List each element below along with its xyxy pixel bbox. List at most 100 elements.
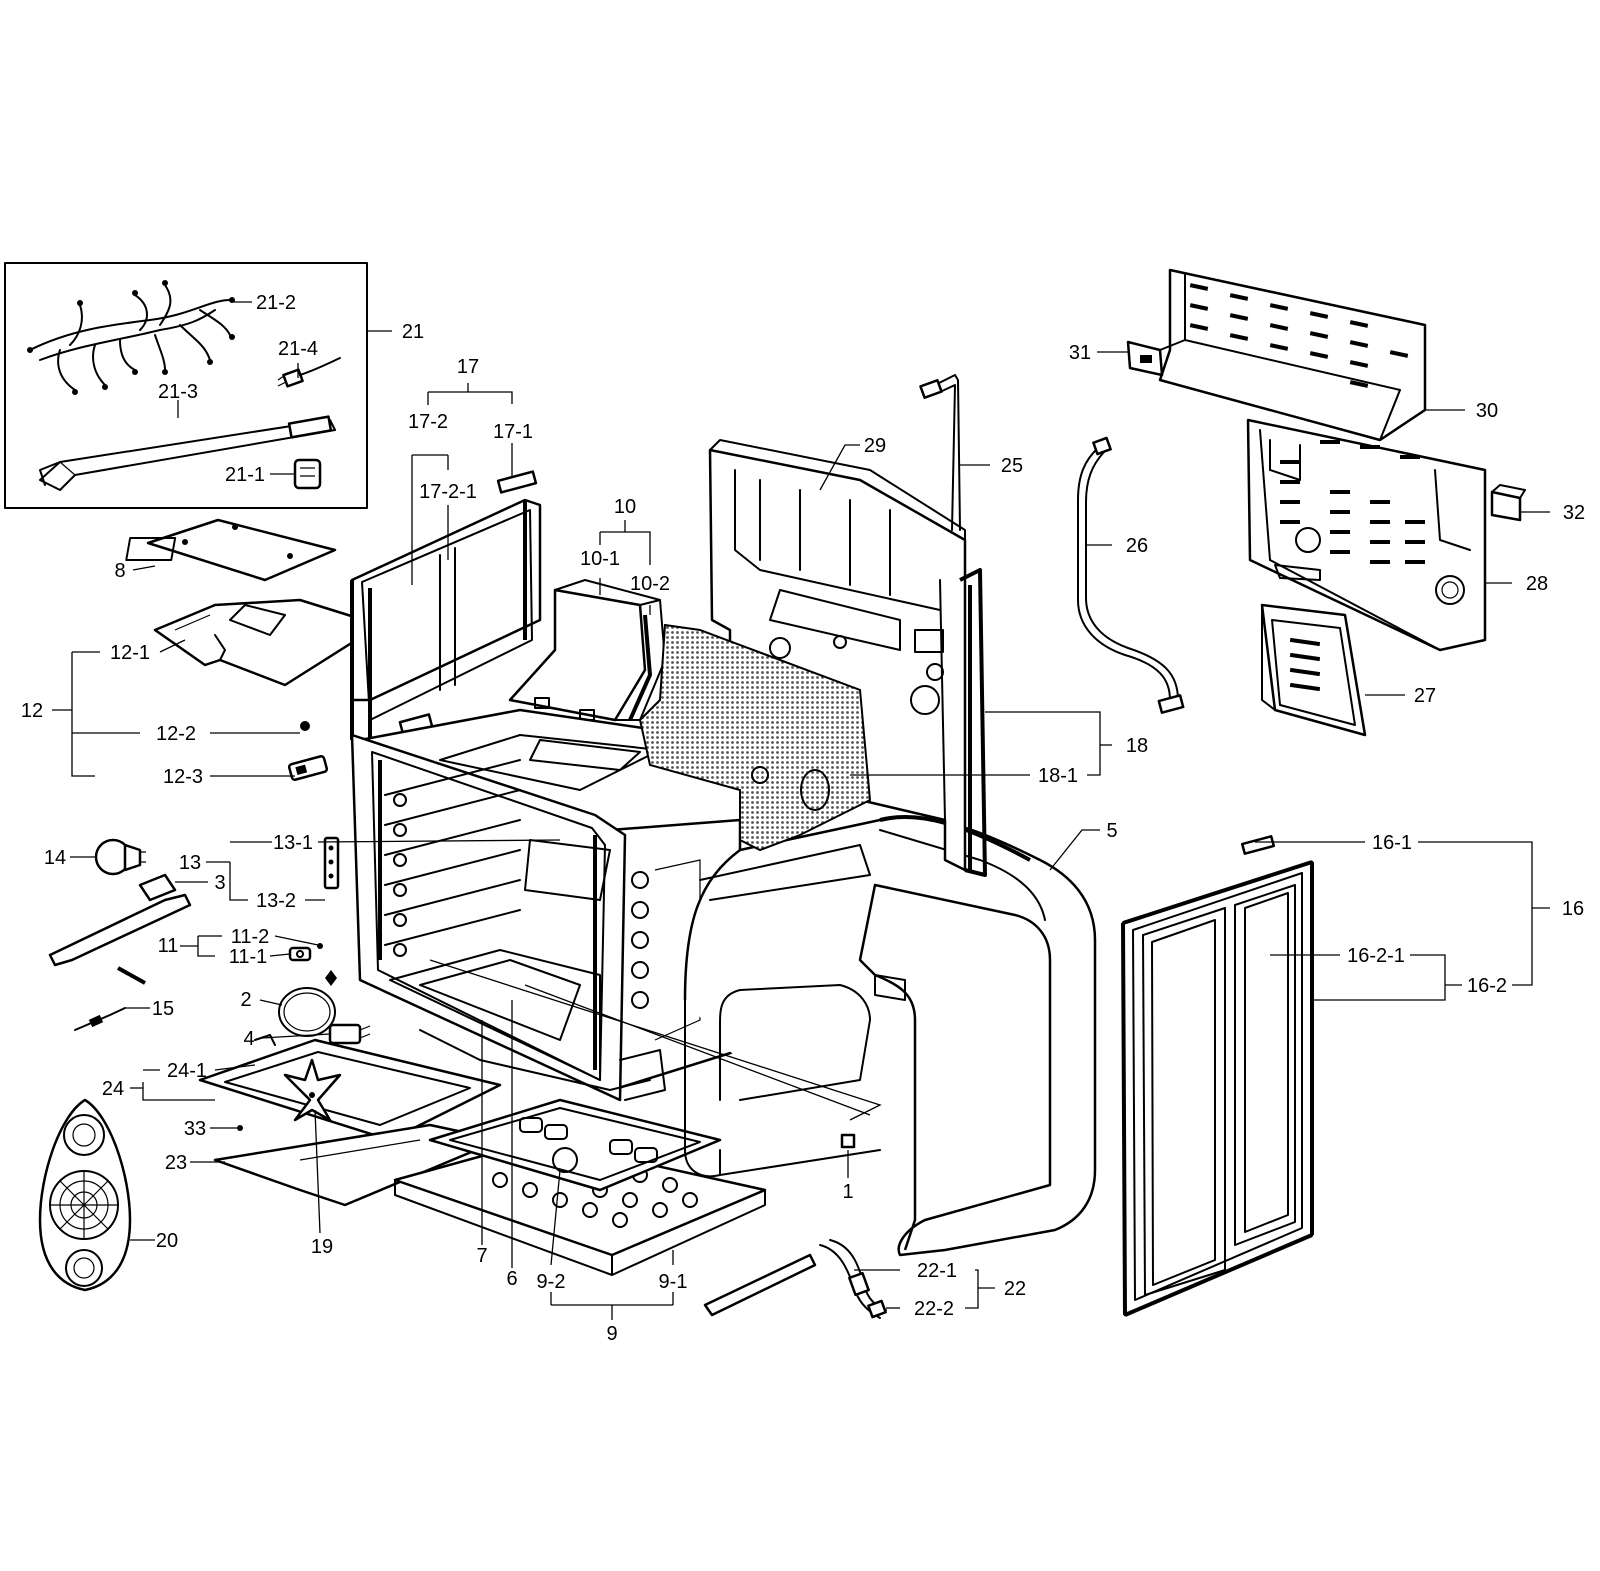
rack-rails-left [384,759,521,957]
leader-lines [52,301,1550,1320]
part-12-1-duct [153,598,382,687]
label-3: 3 [214,872,225,894]
part-11-clip [325,970,337,986]
label-21-3: 21-3 [158,381,198,403]
label-11-1: 11-1 [229,946,268,968]
part-30-top-vent-panel [1158,268,1427,442]
label-30: 30 [1476,400,1498,422]
part-29-rear-panel [708,439,987,877]
part-4-fan-motor [328,1023,371,1045]
part-10-top-duct [508,579,666,722]
label-21-2: 21-2 [256,292,296,314]
label-9-2: 9-2 [537,1271,566,1293]
label-18: 18 [1126,735,1148,757]
label-16-1: 16-1 [1372,832,1412,854]
part-32-bracket [1490,484,1526,522]
label-25: 25 [1001,455,1023,477]
part-28-rear-cover [1246,418,1487,652]
part-2-ring-element [278,987,336,1037]
part-12-3-switch [287,755,329,781]
part-26-gas-tube [1077,436,1185,714]
part-17-1-clip [496,470,538,494]
part-21-4-power-cord [277,357,341,388]
label-15: 15 [152,998,174,1020]
label-23: 23 [165,1152,187,1174]
label-16: 16 [1562,898,1584,920]
label-8: 8 [114,560,125,582]
part-31-bracket [1126,340,1164,377]
label-27: 27 [1414,685,1436,707]
part-9-bottom-tray [393,1138,767,1276]
part-27-inner-cover [1260,603,1367,737]
label-14: 14 [44,847,66,869]
part-5-outer-cabinet [683,815,1097,1257]
label-2: 2 [240,989,251,1011]
label-24-1: 24-1 [167,1060,207,1082]
part-22-tube-assembly [703,1239,887,1319]
part-21-2-harness [27,280,235,395]
label-20: 20 [156,1230,178,1252]
label-19: 19 [311,1236,333,1258]
part-1-screw [840,1133,856,1149]
part-11-2-pin [317,943,323,949]
label-22: 22 [1004,1278,1026,1300]
label-26: 26 [1126,535,1148,557]
part-18-1-insulation [638,623,872,852]
label-13: 13 [179,852,201,874]
label-33: 33 [184,1118,206,1140]
label-9: 9 [606,1323,617,1345]
label-10: 10 [614,496,636,518]
label-10-2: 10-2 [630,573,670,595]
part-25-rod [919,374,961,531]
label-5: 5 [1106,820,1117,842]
label-1: 1 [842,1181,853,1203]
part-20-rear-fan-panel [38,1098,132,1292]
part-13-2-bracket [323,836,340,890]
label-32: 32 [1563,502,1585,524]
part-8-cover-plate [125,518,337,582]
label-13-1: 13-1 [273,832,313,854]
part-12-2-knob [300,721,310,731]
part-16-door [1121,835,1314,1317]
part-33-screw [237,1125,243,1131]
label-16-2: 16-2 [1467,975,1507,997]
part-24-convection-cover [198,1034,502,1142]
part-3-heating-element [48,873,192,967]
label-29: 29 [864,435,886,457]
part-19-fan-blade [283,1058,342,1122]
part-14-lamp [94,838,146,876]
label-4: 4 [243,1028,254,1050]
label-13-2: 13-2 [256,890,296,912]
part-15-probe [74,966,146,1031]
label-21-1: 21-1 [225,464,265,486]
label-6: 6 [506,1268,517,1290]
label-21: 21 [402,321,424,343]
vent-slots-30 [1189,283,1409,388]
part-11-1-sensor [288,946,312,962]
label-17-1: 17-1 [493,421,533,443]
label-7: 7 [476,1245,487,1267]
label-17-2: 17-2 [408,411,448,433]
label-10-1: 10-1 [580,548,620,570]
label-12-1: 12-1 [110,642,150,664]
label-21-4: 21-4 [278,338,318,360]
label-11-2: 11-2 [231,926,270,948]
vent-slots-28 [1280,440,1425,564]
label-12-2: 12-2 [156,723,196,745]
part-labels: 1 2 3 4 5 6 7 8 9 9-1 9-2 10 10-1 10-2 1… [21,292,1585,1345]
label-18-1: 18-1 [1038,765,1078,787]
label-17-2-1: 17-2-1 [419,481,477,503]
inset-frame [4,262,368,509]
label-12-3: 12-3 [163,766,203,788]
label-22-2: 22-2 [914,1298,954,1320]
part-21-1-terminal-block [293,458,322,490]
label-24: 24 [102,1078,124,1100]
part-9-2-broil-element [428,1098,722,1192]
label-11: 11 [158,935,179,957]
label-22-1: 22-1 [917,1260,957,1282]
part-21-3-terminal-bar [39,415,336,491]
wire-harness-inset [4,262,368,509]
label-12: 12 [21,700,43,722]
part-17-2-door-frame [350,470,542,740]
label-31: 31 [1069,342,1091,364]
